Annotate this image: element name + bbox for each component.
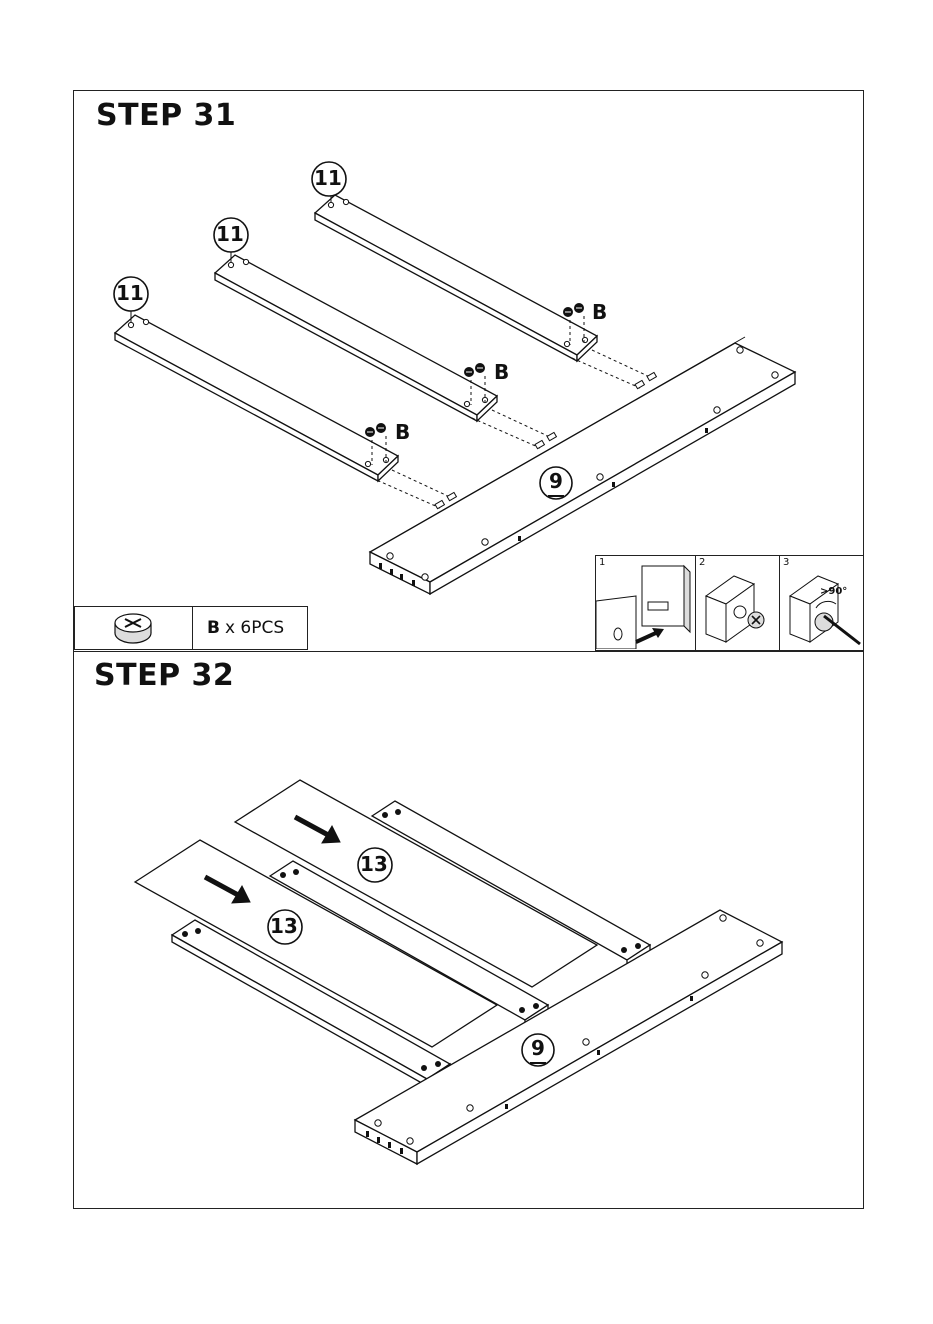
detail-box-2: 2 xyxy=(695,555,780,651)
hardware-callout-b-left: B xyxy=(395,420,410,444)
hardware-callout-b-back: B xyxy=(592,300,607,324)
part-label-13-top: 13 xyxy=(360,852,388,876)
cam-lock-icon xyxy=(75,607,193,649)
part-label-11-middle: 11 xyxy=(216,222,244,246)
hardware-callout-b-middle: B xyxy=(494,360,509,384)
detail-angle-label: >90° xyxy=(820,586,847,597)
hardware-count: x 6PCS xyxy=(225,618,284,638)
detail-box-3: 3 >90° xyxy=(779,555,864,651)
part-label-11-left: 11 xyxy=(116,281,144,305)
hardware-table: B x 6PCS xyxy=(74,606,308,650)
part-label-9-step32: 9 xyxy=(531,1036,545,1060)
part-label-13-bottom: 13 xyxy=(270,914,298,938)
part-label-11-back: 11 xyxy=(314,166,342,190)
hardware-quantity: B x 6PCS xyxy=(193,607,307,649)
part-label-9-step31: 9 xyxy=(549,469,563,493)
detail-box-1: 1 xyxy=(595,555,696,651)
hardware-code: B xyxy=(207,618,220,638)
